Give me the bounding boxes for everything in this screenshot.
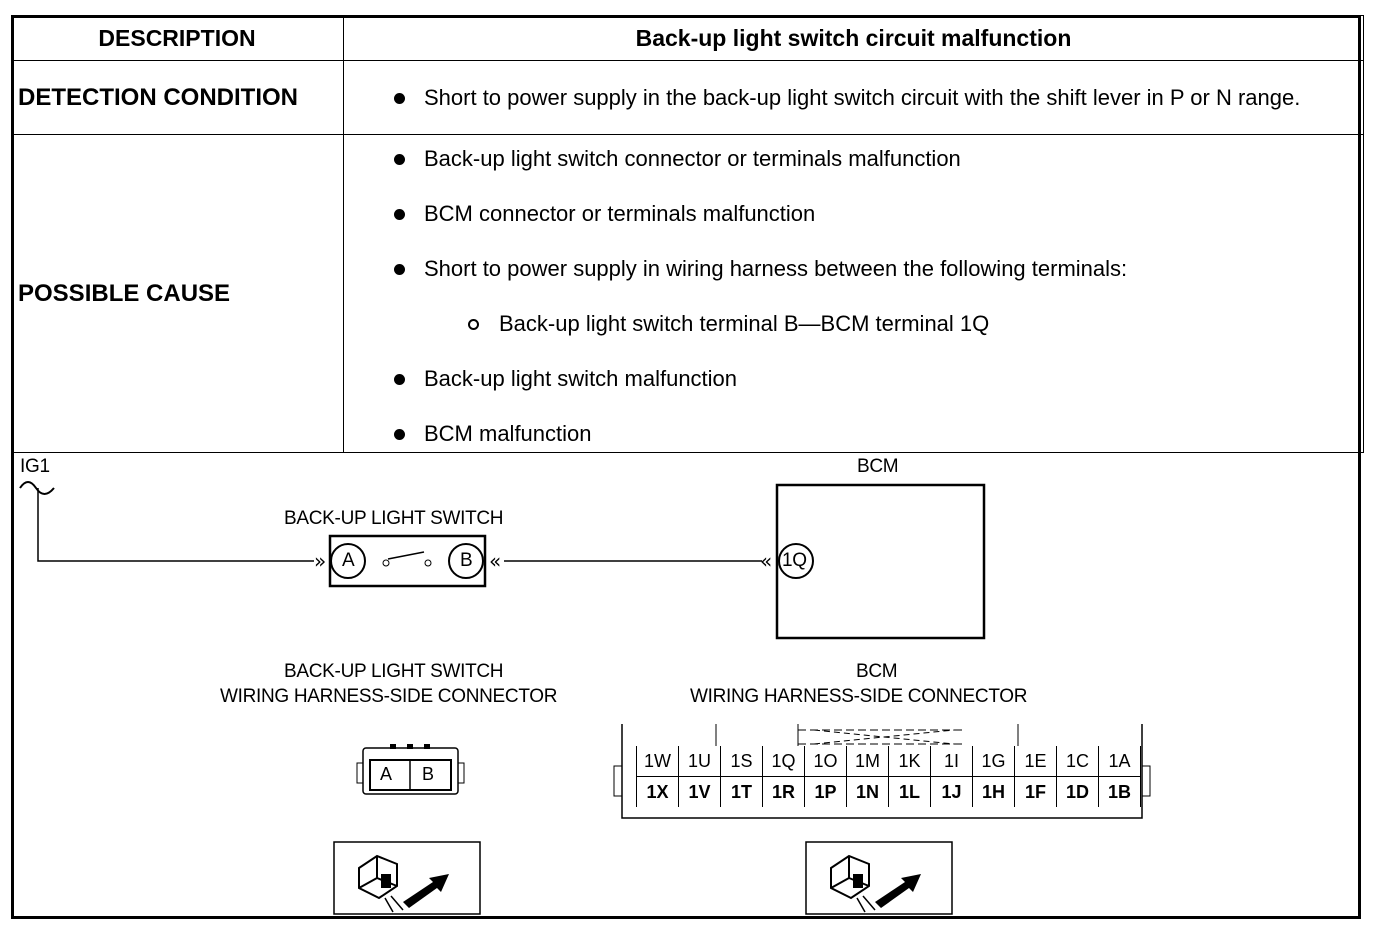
bcm-terminal-circle (778, 543, 814, 579)
cause-subitem: Back-up light switch terminal B—BCM term… (344, 309, 1363, 339)
switch-terminal-b-label: B (460, 550, 473, 571)
connector-view-graphic (358, 854, 449, 913)
bcm-pin-row: 1W 1U 1S 1Q 1O 1M 1K 1I 1G 1E 1C 1A (636, 746, 1141, 777)
switch-title: BACK-UP LIGHT SWITCH (284, 508, 504, 529)
bcm-pin: 1O (804, 746, 847, 777)
dtc-table: DESCRIPTION Back-up light switch circuit… (11, 15, 1364, 453)
wiring-lines: » « « (19, 481, 1151, 915)
bcm-connector-tab (613, 765, 623, 797)
connector-view-graphic (830, 854, 921, 913)
bcm-box (775, 483, 986, 640)
switch-contact-icon (424, 559, 432, 567)
connector-arrow-b: « (489, 549, 501, 573)
cause-item: BCM malfunction (344, 419, 1363, 449)
connector-arrow-bcm: « (760, 549, 772, 573)
bcm-pin: 1A (1098, 746, 1141, 777)
bcm-pin: 1C (1056, 746, 1099, 777)
cause-item: BCM connector or terminals malfunction (344, 199, 1363, 229)
bcm-pin: 1E (1014, 746, 1057, 777)
bcm-connector-tab (1141, 765, 1151, 797)
switch-connector-tab (356, 762, 364, 784)
cause-item: Back-up light switch malfunction (344, 364, 1363, 394)
bcm-pin: 1Q (762, 746, 805, 777)
bcm-pin-grid: 1W 1U 1S 1Q 1O 1M 1K 1I 1G 1E 1C 1A 1X 1… (636, 746, 1141, 807)
description-label: DESCRIPTION (11, 15, 344, 61)
bcm-pin: 1L (888, 776, 931, 807)
detection-item: Short to power supply in the back-up lig… (344, 83, 1323, 113)
ig1-symbol (19, 481, 55, 495)
bcm-pin: 1V (678, 776, 721, 807)
bcm-pin: 1W (636, 746, 679, 777)
bcm-pin: 1B (1098, 776, 1141, 807)
switch-connector-latch (424, 744, 430, 749)
bcm-pin: 1I (930, 746, 973, 777)
bcm-pin: 1P (804, 776, 847, 807)
switch-connector-title: BACK-UP LIGHT SWITCH (284, 661, 504, 682)
switch-terminal-b (448, 543, 484, 579)
switch-connector-latch (390, 744, 396, 749)
possible-cause-label: POSSIBLE CAUSE (11, 134, 344, 453)
switch-blade-icon (387, 551, 425, 560)
bcm-pin: 1H (972, 776, 1015, 807)
bcm-pin: 1G (972, 746, 1015, 777)
bcm-title: BCM (857, 456, 899, 477)
detection-row: DETECTION CONDITION Short to power suppl… (11, 60, 1364, 135)
switch-terminal-a-label: A (342, 550, 355, 571)
bcm-pin: 1K (888, 746, 931, 777)
cause-item: Back-up light switch connector or termin… (344, 144, 1363, 174)
switch-connector-subtitle: WIRING HARNESS-SIDE CONNECTOR (220, 686, 558, 707)
bcm-connector-title: BCM (856, 661, 898, 682)
detection-label: DETECTION CONDITION (11, 60, 344, 135)
bcm-connector-subtitle: WIRING HARNESS-SIDE CONNECTOR (690, 686, 1028, 707)
wiring-diagram: » « « (14, 448, 1360, 916)
bcm-pin: 1T (720, 776, 763, 807)
bcm-pin: 1M (846, 746, 889, 777)
bcm-connector-lock (813, 729, 955, 745)
bcm-pin: 1F (1014, 776, 1057, 807)
switch-contact-icon (382, 559, 390, 567)
possible-cause-row: POSSIBLE CAUSE Back-up light switch conn… (11, 134, 1364, 453)
bcm-terminal-label: 1Q (782, 550, 807, 571)
ig1-label: IG1 (20, 456, 50, 477)
switch-pin-a: A (380, 764, 392, 784)
switch-terminal-a (330, 543, 366, 579)
bcm-pin: 1U (678, 746, 721, 777)
detection-value: Short to power supply in the back-up lig… (343, 60, 1364, 135)
bcm-pin: 1R (762, 776, 805, 807)
bcm-pin: 1J (930, 776, 973, 807)
possible-cause-value: Back-up light switch connector or termin… (343, 134, 1364, 453)
bcm-pin: 1N (846, 776, 889, 807)
switch-connector-tab (457, 762, 465, 784)
bcm-pin: 1D (1056, 776, 1099, 807)
switch-connector-latch (407, 744, 413, 749)
description-row: DESCRIPTION Back-up light switch circuit… (11, 15, 1364, 61)
bcm-pin: 1X (636, 776, 679, 807)
description-value: Back-up light switch circuit malfunction (343, 15, 1364, 61)
bcm-pin: 1S (720, 746, 763, 777)
ig1-wire (37, 488, 314, 562)
connector-arrow-a: » (314, 549, 326, 573)
switch-pin-b: B (422, 764, 434, 784)
bcm-pin-row: 1X 1V 1T 1R 1P 1N 1L 1J 1H 1F 1D 1B (636, 776, 1141, 807)
cause-item: Short to power supply in wiring harness … (344, 254, 1363, 284)
